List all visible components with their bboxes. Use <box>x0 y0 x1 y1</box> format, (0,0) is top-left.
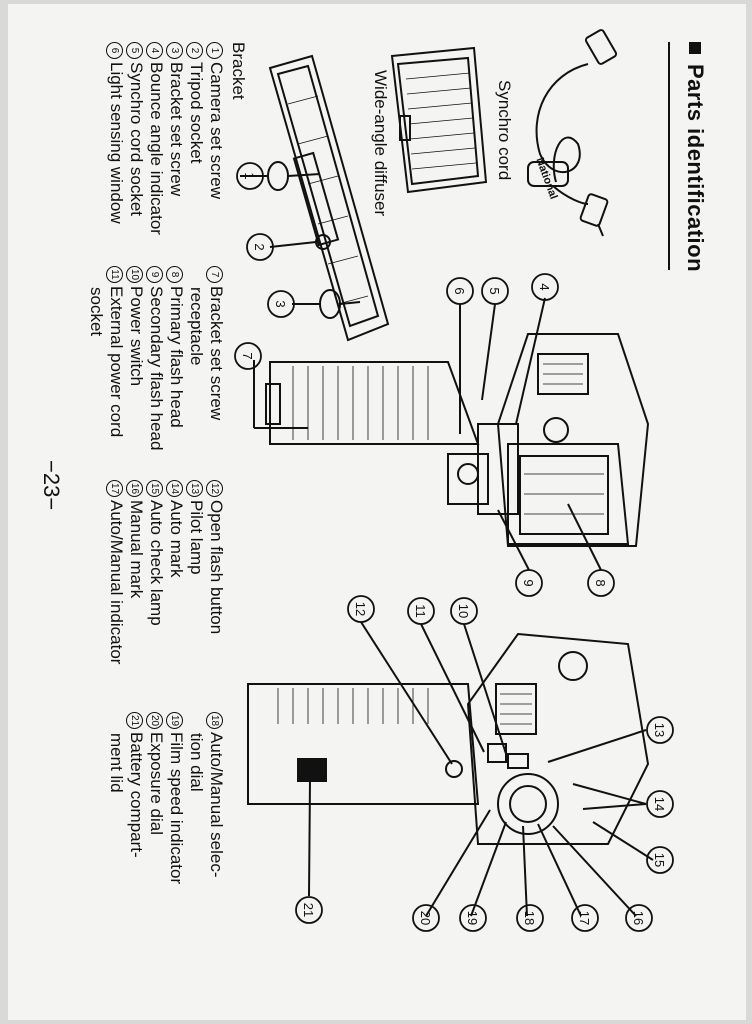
svg-text:15: 15 <box>652 853 667 867</box>
parts-column-3: 12Open flash button 13Pilot lamp 14Auto … <box>106 480 226 664</box>
svg-text:4: 4 <box>537 283 552 290</box>
parts-illustrations: National <box>234 29 674 932</box>
manual-page: National <box>8 4 746 1020</box>
wide-angle-diffuser-label: Wide-angle diffuser <box>371 70 390 217</box>
part-item: 4Bounce angle indicator <box>146 42 166 235</box>
part-item: 6Light sensing window <box>106 42 126 235</box>
svg-text:13: 13 <box>652 723 667 737</box>
square-bullet-icon <box>689 42 701 54</box>
parts-column-1: 1Camera set screw 2Tripod socket 3Bracke… <box>106 42 226 235</box>
synchro-cord-label: Synchro cord <box>495 80 514 181</box>
part-item: 12Open flash button <box>206 480 226 664</box>
part-item-continuation: tion dial <box>187 733 206 792</box>
part-item-continuation: receptacle <box>187 287 206 366</box>
svg-text:14: 14 <box>652 797 667 811</box>
svg-text:17: 17 <box>577 911 592 925</box>
svg-text:6: 6 <box>452 287 467 294</box>
part-item: 1Camera set screw <box>206 42 226 235</box>
part-item: 20Exposure dial <box>146 712 166 884</box>
part-item: 9Secondary flash head <box>146 266 166 450</box>
svg-text:18: 18 <box>522 911 537 925</box>
svg-text:12: 12 <box>353 602 368 616</box>
flash-unit-rear-drawing <box>247 621 654 917</box>
svg-text:11: 11 <box>413 604 428 618</box>
part-item-continuation: ment lid <box>107 733 126 793</box>
svg-text:21: 21 <box>301 903 316 917</box>
part-item: 10Power switch <box>126 266 146 450</box>
page-number: −23− <box>39 460 64 511</box>
heading-text: Parts identification <box>683 64 708 273</box>
part-item: 11External power cord <box>106 266 126 450</box>
part-item-continuation: socket <box>87 287 106 337</box>
bracket-label: Bracket <box>229 42 248 100</box>
svg-text:9: 9 <box>521 579 536 586</box>
part-item: 15Auto check lamp <box>146 480 166 664</box>
svg-text:19: 19 <box>465 911 480 925</box>
parts-column-2: 7Bracket set screw receptacle 8Primary f… <box>86 266 226 450</box>
rotated-text-layer: Parts identification Synchro cord Wide-a… <box>8 4 746 1020</box>
part-item: 19Film speed indicator <box>166 712 186 884</box>
section-heading: Parts identification <box>682 42 708 272</box>
part-item: 5Synchro cord socket <box>126 42 146 235</box>
part-item: 8Primary flash head <box>166 266 186 450</box>
svg-text:7: 7 <box>240 352 255 359</box>
part-item: 16Manual mark <box>126 480 146 664</box>
wide-angle-diffuser-drawing <box>390 46 488 194</box>
bracket-drawing <box>240 54 390 342</box>
callout-numbers: 1 2 3 4 5 6 7 8 9 10 11 12 13 14 15 16 1… <box>240 172 667 925</box>
parts-column-4: 18Auto/Manual selec- tion dial 19Film sp… <box>106 712 226 884</box>
part-item: 7Bracket set screw <box>206 266 226 450</box>
svg-text:2: 2 <box>252 243 267 250</box>
part-item: 18Auto/Manual selec- <box>206 712 226 884</box>
flash-unit-front-drawing <box>253 297 650 571</box>
part-item: 17Auto/Manual indicator <box>106 480 126 664</box>
svg-text:3: 3 <box>273 300 288 307</box>
heading-underline <box>668 42 670 270</box>
part-item: 21Battery compart- <box>126 712 146 884</box>
part-item: 13Pilot lamp <box>186 480 206 664</box>
svg-text:20: 20 <box>418 911 433 925</box>
callout-circles <box>234 162 674 932</box>
svg-text:8: 8 <box>593 579 608 586</box>
part-item: 2Tripod socket <box>186 42 206 235</box>
part-item: 3Bracket set screw <box>166 42 186 235</box>
svg-text:1: 1 <box>242 172 257 179</box>
svg-text:10: 10 <box>456 604 471 618</box>
part-item: 14Auto mark <box>166 480 186 664</box>
svg-text:16: 16 <box>631 911 646 925</box>
svg-text:5: 5 <box>487 287 502 294</box>
